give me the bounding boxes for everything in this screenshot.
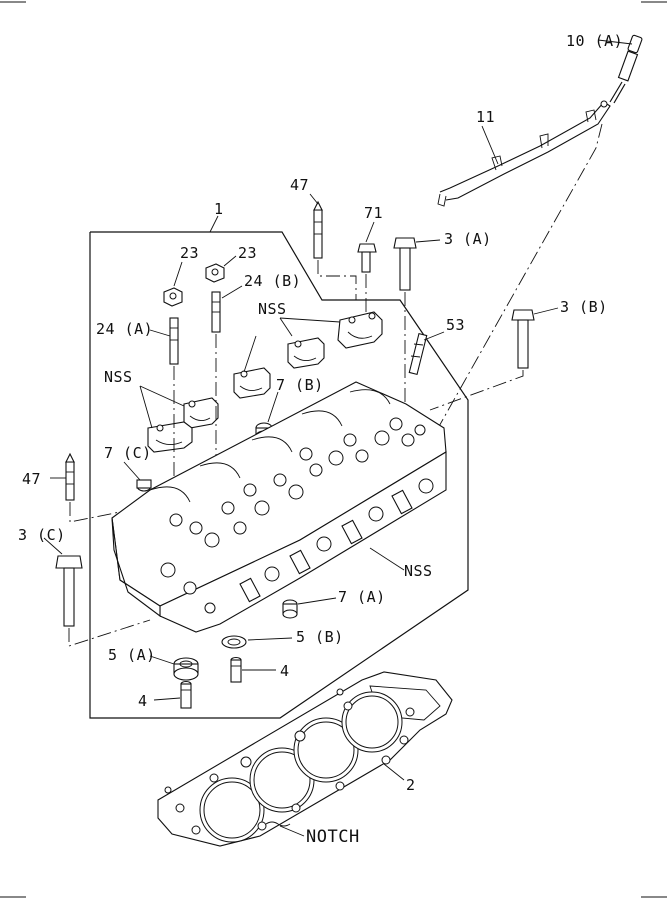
callout-notch: NOTCH xyxy=(306,827,360,847)
callout-7b: 7 (B) xyxy=(276,376,324,394)
leader-24a xyxy=(149,329,171,337)
leader-23b xyxy=(223,255,237,267)
stud-icon[interactable] xyxy=(408,332,428,376)
bolt-icon[interactable] xyxy=(393,237,417,291)
bolt-icon[interactable] xyxy=(55,555,83,627)
leader-nss-left-c xyxy=(243,335,257,373)
leader-53 xyxy=(423,331,445,341)
leader-11 xyxy=(481,125,499,165)
bolt-icon[interactable] xyxy=(357,243,377,273)
leader-nss-head xyxy=(369,547,405,571)
valve-stem-seal-icon[interactable] xyxy=(173,657,199,681)
callout-4-left: 4 xyxy=(138,692,148,710)
callout-2: 2 xyxy=(406,776,416,794)
stud-icon[interactable] xyxy=(169,317,179,365)
leader-10a xyxy=(597,39,633,45)
callout-3b: 3 (B) xyxy=(560,298,608,316)
assembly-frame xyxy=(89,231,469,719)
flange-nut-icon[interactable] xyxy=(205,263,225,283)
leader-24b xyxy=(221,285,243,299)
stud-icon[interactable] xyxy=(211,291,221,333)
leader-3b xyxy=(533,307,559,315)
callout-24a: 24 (A) xyxy=(96,320,153,338)
leader-71 xyxy=(365,221,375,243)
callout-5b: 5 (B) xyxy=(296,628,344,646)
callout-nss-head: NSS xyxy=(404,562,433,580)
leader-3c xyxy=(43,537,63,555)
expansion-plug-icon[interactable] xyxy=(282,599,298,619)
callout-47-top: 47 xyxy=(290,176,309,194)
leader-47-top xyxy=(309,193,319,205)
callout-10a: 10 (A) xyxy=(566,32,623,50)
callout-7c: 7 (C) xyxy=(104,444,152,462)
leader-nss-caps-a xyxy=(279,317,293,337)
callout-71: 71 xyxy=(364,204,383,222)
callout-23b: 23 xyxy=(238,244,257,262)
leader-3a xyxy=(415,239,441,243)
callout-11: 11 xyxy=(476,108,495,126)
callout-3a: 3 (A) xyxy=(444,230,492,248)
leader-nss-left-b xyxy=(139,385,153,429)
callout-1: 1 xyxy=(214,200,224,218)
center-line-plug xyxy=(419,123,603,461)
leader-5b xyxy=(247,637,293,641)
camshaft-bearing-cap-icon[interactable] xyxy=(147,421,193,453)
camshaft-bearing-cap-icon[interactable] xyxy=(287,337,325,369)
glow-plug-icon[interactable] xyxy=(609,34,643,104)
callout-47-left: 47 xyxy=(22,470,41,488)
leader-nss-left-a xyxy=(139,385,185,407)
callout-nss-caps: NSS xyxy=(258,300,287,318)
camshaft-bearing-cap-icon[interactable] xyxy=(183,397,219,429)
stud-icon[interactable] xyxy=(313,200,323,259)
callout-nss-left: NSS xyxy=(104,368,133,386)
leader-2 xyxy=(383,763,405,781)
callout-24b: 24 (B) xyxy=(244,272,301,290)
leader-1 xyxy=(209,215,219,233)
bolt-icon[interactable] xyxy=(511,309,535,369)
valve-guide-icon[interactable] xyxy=(180,680,192,709)
callout-4-right: 4 xyxy=(280,662,290,680)
leader-5a xyxy=(149,655,175,665)
notch-marker xyxy=(265,821,291,827)
callout-23a: 23 xyxy=(180,244,199,262)
stud-icon[interactable] xyxy=(65,452,75,501)
leader-7b xyxy=(267,391,279,423)
expansion-plug-icon[interactable] xyxy=(136,479,152,492)
leader-4-left xyxy=(153,697,181,701)
callout-3c: 3 (C) xyxy=(18,526,66,544)
camshaft-bearing-cap-icon[interactable] xyxy=(233,367,271,399)
valve-stem-seal-icon[interactable] xyxy=(221,635,247,649)
leader-23a xyxy=(173,261,183,287)
head-gasket-icon[interactable] xyxy=(157,671,453,847)
callout-5a: 5 (A) xyxy=(108,646,156,664)
valve-guide-icon[interactable] xyxy=(230,656,242,683)
flange-nut-icon[interactable] xyxy=(163,287,183,307)
callout-53: 53 xyxy=(446,316,465,334)
leader-nss-caps-b xyxy=(279,317,341,323)
glow-plug-connector-icon[interactable] xyxy=(437,100,611,207)
camshaft-bearing-cap-icon[interactable] xyxy=(337,311,383,349)
cylinder-head-icon[interactable] xyxy=(111,381,447,633)
leader-7c xyxy=(123,461,141,481)
leader-7a xyxy=(297,597,337,605)
leader-notch xyxy=(279,825,305,837)
callout-7a: 7 (A) xyxy=(338,588,386,606)
